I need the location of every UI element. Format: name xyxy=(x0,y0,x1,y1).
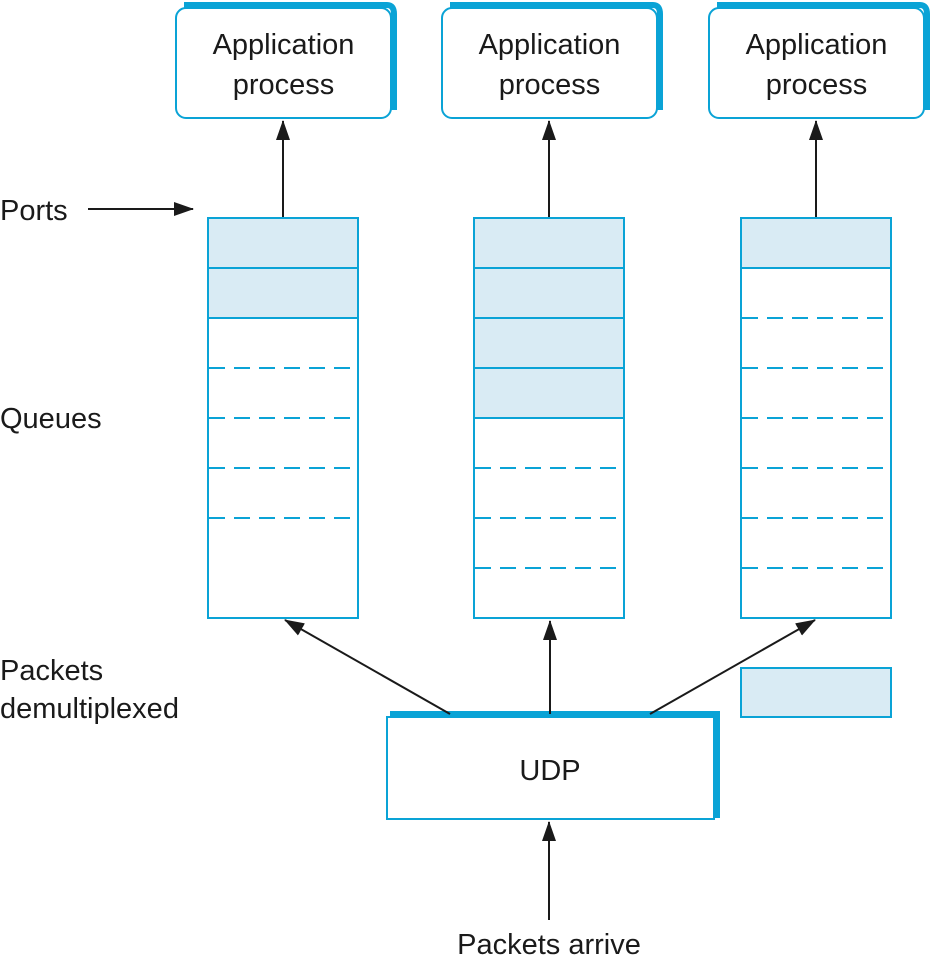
process-box-2 xyxy=(441,7,658,119)
process-box-shadow-2 xyxy=(450,1,663,110)
ports-label: Ports xyxy=(0,195,68,227)
process-box-shadow-1 xyxy=(184,1,397,110)
queue-2-filled-slot xyxy=(474,368,624,418)
queues-label: Queues xyxy=(0,403,102,435)
queue-2-filled-slot xyxy=(474,318,624,368)
packets-arrive-label: Packets arrive xyxy=(457,929,641,961)
queue-2-filled-slot xyxy=(474,268,624,318)
process-label-line1-3: Application xyxy=(746,29,888,61)
process-label-line2-2: process xyxy=(499,69,601,101)
packets-demultiplexed-label-line1: Packets xyxy=(0,655,103,687)
udp-box-shadow xyxy=(390,711,720,818)
queue-2-filled-slot xyxy=(474,218,624,268)
queue-3-frame xyxy=(740,217,892,619)
incoming-packet xyxy=(740,667,892,718)
packets-demultiplexed-label-line2: demultiplexed xyxy=(0,693,179,725)
process-label-line1-1: Application xyxy=(213,29,355,61)
process-label-line2-3: process xyxy=(766,69,868,101)
queue-1-filled-slot xyxy=(208,218,358,268)
udp-box: UDP xyxy=(386,711,720,820)
process-label-line2-1: process xyxy=(233,69,335,101)
queue-1-filled-slot xyxy=(208,268,358,318)
udp-label: UDP xyxy=(519,755,580,787)
process-box-shadow-3 xyxy=(717,1,930,110)
demux-arrow-queue-1 xyxy=(284,619,451,715)
queue-3-filled-slot xyxy=(741,218,891,268)
udp-box-frame xyxy=(386,716,715,820)
queue-1-frame xyxy=(207,217,359,619)
process-box-1 xyxy=(175,7,392,119)
process-label-line1-2: Application xyxy=(479,29,621,61)
process-columns: Application process Application process Appl… xyxy=(175,1,930,619)
demux-arrow-queue-3 xyxy=(649,619,816,715)
process-box-3 xyxy=(708,7,925,119)
